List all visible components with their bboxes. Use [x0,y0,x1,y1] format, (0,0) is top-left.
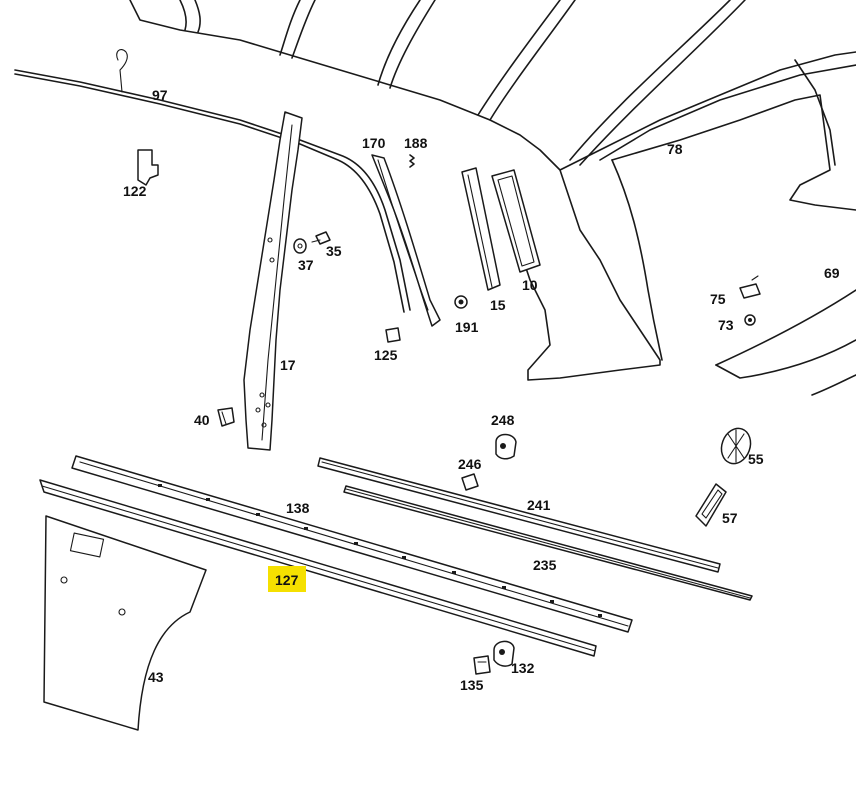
soft-top-roof [129,0,856,381]
label-125[interactable]: 125 [374,347,398,363]
trim-strip-127 [39,479,597,657]
spring-188 [409,154,415,168]
label-10[interactable]: 10 [522,277,538,293]
fastener-191 [454,295,468,309]
clip-40 [217,407,235,427]
label-248[interactable]: 248 [491,412,515,428]
label-122[interactable]: 122 [123,183,147,199]
grille-57 [695,483,727,527]
part-labels: 97 122 170 188 78 37 35 15 10 69 75 73 1… [123,87,840,693]
pillar-17 [243,111,303,451]
trim-strip-138 [71,455,633,633]
label-37[interactable]: 37 [298,257,314,273]
label-188[interactable]: 188 [404,135,428,151]
cover-69 [715,289,856,396]
label-40[interactable]: 40 [194,412,210,428]
label-57[interactable]: 57 [722,510,738,526]
label-69[interactable]: 69 [824,265,840,281]
clip-135 [473,655,491,675]
seal-strip-97 [14,49,411,313]
bumper-125 [385,327,401,343]
screw-35 [311,231,331,245]
label-78[interactable]: 78 [667,141,683,157]
frame-10 [491,169,541,273]
label-97[interactable]: 97 [152,87,168,103]
label-135[interactable]: 135 [460,677,484,693]
label-138[interactable]: 138 [286,500,310,516]
highlight-box-127 [268,566,306,592]
moulding-241 [317,457,721,573]
clip-246 [461,473,479,491]
bolt-75 [739,275,761,299]
label-75[interactable]: 75 [710,291,726,307]
bracket-122 [137,149,159,186]
label-15[interactable]: 15 [490,297,506,313]
moulding-235 [343,485,753,601]
label-17[interactable]: 17 [280,357,296,373]
label-73[interactable]: 73 [718,317,734,333]
label-235[interactable]: 235 [533,557,557,573]
grommet-132 [493,640,515,667]
rail-15 [461,167,501,291]
weatherstrip-170 [371,154,441,327]
grille-55 [720,427,752,465]
label-132[interactable]: 132 [511,660,535,676]
label-127[interactable]: 127 [275,572,299,588]
label-191[interactable]: 191 [455,319,479,335]
grommet-248 [495,433,517,460]
nut-73 [744,314,756,326]
label-170[interactable]: 170 [362,135,386,151]
label-241[interactable]: 241 [527,497,551,513]
side-panel-43 [43,515,207,731]
label-246[interactable]: 246 [458,456,482,472]
label-55[interactable]: 55 [748,451,764,467]
label-43[interactable]: 43 [148,669,164,685]
label-35[interactable]: 35 [326,243,342,259]
washer-37 [293,238,307,254]
